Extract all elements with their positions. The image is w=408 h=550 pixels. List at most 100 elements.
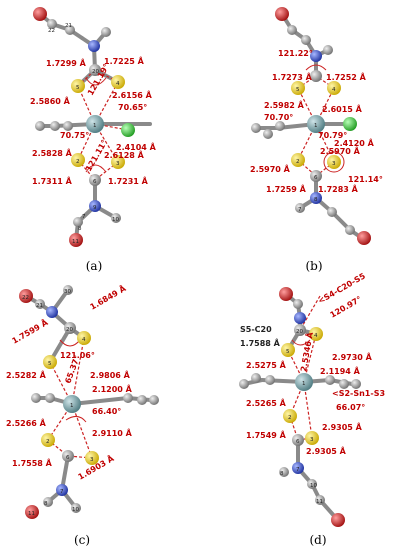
sulfur-atom	[111, 75, 125, 89]
svg-text:3: 3	[310, 437, 314, 443]
svg-text:2.1194 Å: 2.1194 Å	[320, 366, 361, 376]
carbon-atom	[327, 207, 337, 217]
svg-text:121.06°: 121.06°	[60, 351, 95, 360]
sulfur-atom	[71, 153, 85, 167]
svg-text:5: 5	[48, 361, 52, 367]
svg-text:2.5970 Å: 2.5970 Å	[320, 146, 361, 156]
svg-text:2.5266 Å: 2.5266 Å	[6, 418, 47, 428]
svg-text:8: 8	[280, 471, 284, 477]
tin-atom	[63, 395, 81, 413]
svg-text:2.9305 Å: 2.9305 Å	[322, 422, 363, 432]
svg-text:4: 4	[314, 333, 318, 339]
panel-d-measurements: <S4-C20-S5 120.97° S5-C20 1.7588 Å 2.527…	[240, 271, 385, 456]
svg-text:2.5828 Å: 2.5828 Å	[32, 148, 73, 158]
oxygen-atom	[25, 505, 39, 519]
sulfur-atom	[305, 431, 319, 445]
svg-text:8: 8	[78, 226, 82, 232]
panel-c-caption: (c)	[74, 533, 90, 547]
svg-text:11: 11	[28, 511, 35, 517]
svg-text:6: 6	[66, 455, 70, 461]
sulfur-atom	[43, 355, 57, 369]
svg-text:22: 22	[48, 28, 55, 34]
nitrogen-atom	[292, 462, 304, 474]
svg-text:6: 6	[314, 175, 318, 181]
nitrogen-atom	[88, 40, 100, 52]
svg-text:10: 10	[112, 217, 119, 223]
nitrogen-atom	[89, 200, 101, 212]
panel-b-atoms	[251, 7, 371, 245]
svg-text:1: 1	[70, 403, 74, 409]
svg-text:9: 9	[93, 205, 97, 211]
carbon-atom	[339, 379, 349, 389]
panel-d: 20 5 4 1 2 3 6 7 8 10 11 <S4-C20-S5 120.…	[239, 271, 385, 547]
oxygen-atom	[33, 7, 47, 21]
panel-b-caption: (b)	[305, 259, 322, 273]
svg-text:2.9806 Å: 2.9806 Å	[90, 370, 131, 380]
panel-d-caption: (d)	[309, 533, 326, 547]
nitrogen-atom	[46, 306, 58, 318]
carbon-atom	[275, 121, 285, 131]
svg-text:8: 8	[44, 501, 48, 507]
carbon-atom	[301, 35, 311, 45]
oxygen-atom	[357, 231, 371, 245]
oxygen-atom	[331, 513, 345, 527]
carbon-atom	[263, 129, 273, 139]
tin-atom	[295, 373, 313, 391]
svg-text:22: 22	[22, 295, 29, 301]
carbon-atom	[137, 395, 147, 405]
carbon-atom	[111, 213, 121, 223]
svg-text:2.6156 Å: 2.6156 Å	[112, 90, 153, 100]
svg-text:2.5275 Å: 2.5275 Å	[246, 360, 287, 370]
svg-text:3: 3	[90, 457, 94, 463]
carbon-atom	[351, 379, 361, 389]
svg-text:2.4104 Å: 2.4104 Å	[116, 142, 157, 152]
svg-text:1.7231 Å: 1.7231 Å	[108, 176, 149, 186]
svg-text:7: 7	[296, 467, 300, 473]
carbon-atom	[251, 373, 261, 383]
carbon-atom	[63, 121, 73, 131]
svg-text:1.7225 Å: 1.7225 Å	[104, 56, 145, 66]
panel-b-measurements: 121.22° 1.7273 Å 1.7252 Å 2.5982 Å 2.601…	[250, 49, 383, 194]
carbon-atom	[293, 299, 303, 309]
carbon-atom	[265, 375, 275, 385]
svg-text:20: 20	[66, 327, 73, 333]
svg-text:1.7252 Å: 1.7252 Å	[326, 72, 367, 82]
carbon-atom	[89, 64, 101, 76]
carbon-atom	[295, 203, 305, 213]
sulfur-atom	[111, 155, 125, 169]
svg-text:1: 1	[302, 381, 306, 387]
svg-text:S5-C20: S5-C20	[240, 325, 272, 334]
svg-text:1.7283 Å: 1.7283 Å	[318, 184, 359, 194]
carbon-atom	[310, 70, 322, 82]
svg-text:3: 3	[332, 161, 336, 167]
oxygen-atom	[69, 233, 83, 247]
svg-text:3: 3	[116, 161, 120, 167]
panel-a-caption: (a)	[86, 259, 103, 273]
sulfur-atom	[283, 409, 297, 423]
sulfur-atom	[41, 433, 55, 447]
nitrogen-atom	[310, 192, 322, 204]
svg-text:2.5860 Å: 2.5860 Å	[30, 96, 71, 106]
sulfur-atom	[77, 331, 91, 345]
svg-text:2.4120 Å: 2.4120 Å	[334, 138, 375, 148]
oxygen-atom	[19, 289, 33, 303]
carbon-atom	[64, 322, 76, 334]
carbon-atom	[310, 170, 322, 182]
svg-text:7: 7	[298, 207, 302, 213]
svg-text:4: 4	[82, 337, 86, 343]
carbon-atom	[292, 434, 304, 446]
tin-atom	[307, 115, 325, 133]
carbon-atom	[31, 393, 41, 403]
svg-text:2.5265 Å: 2.5265 Å	[246, 398, 287, 408]
sulfur-atom	[309, 327, 323, 341]
svg-text:70.79°: 70.79°	[318, 131, 347, 140]
svg-text:1.7588 Å: 1.7588 Å	[240, 338, 281, 348]
panel-c-atoms	[19, 285, 159, 519]
svg-text:2: 2	[76, 159, 80, 165]
carbon-atom	[294, 324, 306, 336]
svg-text:1.7549 Å: 1.7549 Å	[246, 430, 287, 440]
svg-text:66.07°: 66.07°	[336, 403, 365, 412]
carbon-atom	[307, 479, 317, 489]
